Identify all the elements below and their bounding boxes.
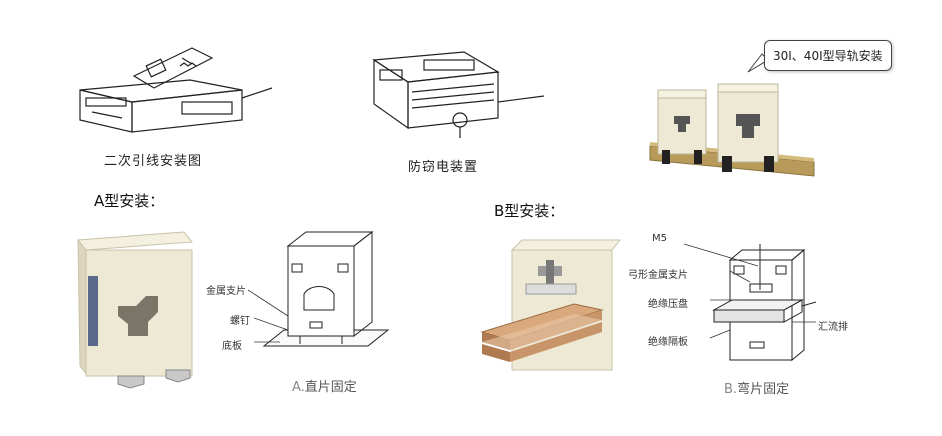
secondary-wiring-drawing <box>79 47 273 133</box>
type-a-heading: A型安装： <box>94 192 165 210</box>
anti-theft-drawing <box>372 51 545 138</box>
type-b-caption: B.弯片固定 <box>724 378 789 397</box>
rail-mount-callout: 30I、40I型导轨安装 <box>764 40 892 71</box>
anti-theft-caption: 防窃电装置 <box>408 160 479 175</box>
type-b-heading: B型安装： <box>494 202 565 220</box>
rail-mount-image <box>649 83 815 177</box>
type-a-label-screw: 螺钉 <box>230 316 250 327</box>
type-b-caption-letter: B. <box>724 382 738 397</box>
secondary-wiring-caption: 二次引线安装图 <box>104 154 203 169</box>
type-b-label-busbar: 汇流排 <box>818 322 848 333</box>
type-b-label-spacer: 绝缘隔板 <box>648 337 688 348</box>
type-a-label-base-plate: 底板 <box>222 341 242 352</box>
type-b-caption-text: 弯片固定 <box>737 382 790 397</box>
type-a-label-metal-bracket: 金属支片 <box>206 286 246 297</box>
type-a-caption-letter: A. <box>292 380 305 395</box>
type-a-caption: A.直片固定 <box>292 376 357 395</box>
type-b-photo <box>480 239 622 371</box>
type-a-drawing <box>262 230 390 347</box>
type-b-label-pressure-plate: 绝缘压盘 <box>648 299 688 310</box>
type-b-label-bow-bracket: 弓形金属支片 <box>628 270 688 281</box>
type-a-caption-text: 直片固定 <box>304 380 357 395</box>
type-a-leader-lines <box>247 289 289 343</box>
type-b-label-m5: M5 <box>652 233 667 244</box>
type-b-leader-lines <box>683 243 816 339</box>
type-a-photo <box>77 231 193 389</box>
